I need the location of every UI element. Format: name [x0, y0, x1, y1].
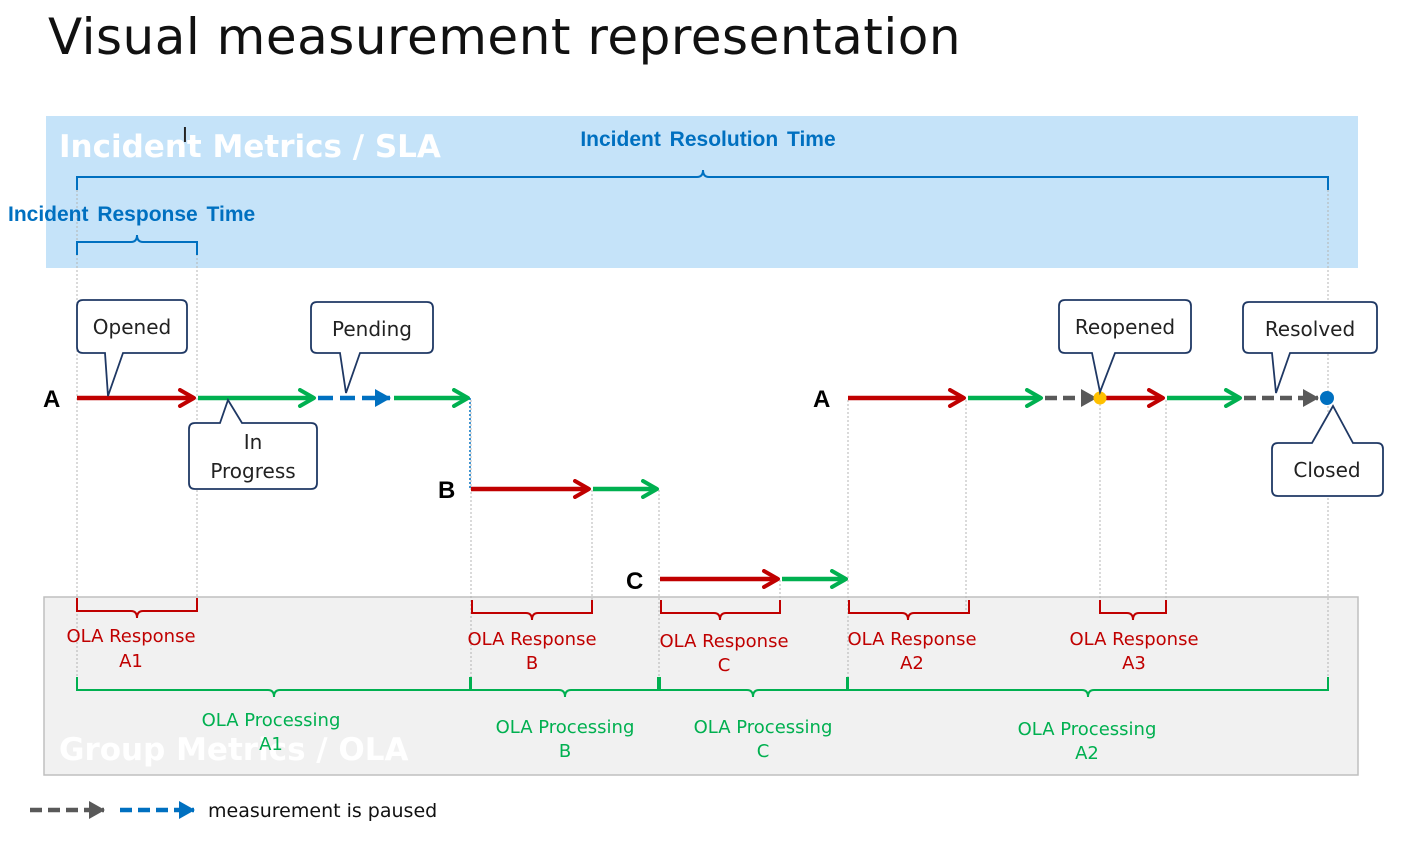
callout-resolved-text: Resolved: [1265, 317, 1355, 341]
page-title: Visual measurement representation: [48, 8, 962, 66]
ola-processing-c-line2: C: [757, 741, 770, 762]
callout-in-progress-text-1: In: [244, 430, 263, 454]
ola-response-b-line1: OLA Response: [467, 629, 596, 650]
ola-response-a1-line2: A1: [119, 651, 143, 672]
ola-processing-a1-line2: A1: [259, 734, 283, 755]
callout-in-progress-text-2: Progress: [210, 459, 295, 483]
ola-response-a3-line1: OLA Response: [1069, 629, 1198, 650]
callout-closed-text: Closed: [1293, 458, 1360, 482]
row-label-a1: A: [43, 386, 60, 413]
sla-band-label: Incident Metrics / SLA: [59, 129, 441, 165]
callout-in-progress: In Progress: [188, 397, 318, 490]
ola-response-a2-line2: A2: [900, 653, 924, 674]
ola-response-a3-line2: A3: [1122, 653, 1146, 674]
ola-response-c-line2: C: [718, 655, 731, 676]
ola-response-a1-line1: OLA Response: [66, 626, 195, 647]
row-label-a2: A: [813, 386, 830, 413]
callout-opened: Opened: [76, 299, 188, 397]
response-time-label: Incident Response Time: [8, 203, 255, 226]
row-label-b: B: [438, 477, 455, 504]
sla-band: [46, 116, 1358, 268]
callout-resolved: Resolved: [1242, 301, 1378, 394]
ola-band-label: Group Metrics / OLA: [59, 732, 409, 768]
ola-processing-b-line2: B: [559, 741, 571, 762]
ola-response-braces: [76, 598, 1167, 621]
ola-response-c-line1: OLA Response: [659, 631, 788, 652]
ola-band: [43, 596, 1359, 776]
ola-response-b-line2: B: [526, 653, 538, 674]
callout-opened-text: Opened: [93, 315, 171, 339]
callout-pending: Pending: [310, 301, 434, 394]
reopened-dot: [1093, 391, 1107, 405]
resolution-time-label: Incident Resolution Time: [580, 128, 835, 151]
callout-reopened-text: Reopened: [1075, 315, 1175, 339]
resolution-time-brace: [76, 169, 1329, 190]
ola-processing-a1-line1: OLA Processing: [202, 710, 341, 731]
ola-processing-b-line1: OLA Processing: [496, 717, 635, 738]
closed-dot: [1320, 391, 1334, 405]
ola-processing-c-line1: OLA Processing: [694, 717, 833, 738]
ola-processing-a2-line1: OLA Processing: [1018, 719, 1157, 740]
ola-response-a2-line1: OLA Response: [847, 629, 976, 650]
text-cursor-icon: I: [182, 123, 188, 147]
row-label-c: C: [626, 568, 643, 595]
ola-processing-braces: [76, 677, 1329, 698]
response-time-brace: [76, 234, 198, 255]
legend-text: measurement is paused: [208, 800, 437, 822]
legend: measurement is paused: [30, 800, 437, 822]
callout-closed: Closed: [1271, 404, 1384, 497]
ola-processing-a2-line2: A2: [1075, 743, 1099, 764]
callout-reopened: Reopened: [1058, 299, 1192, 396]
callout-pending-text: Pending: [332, 317, 412, 341]
